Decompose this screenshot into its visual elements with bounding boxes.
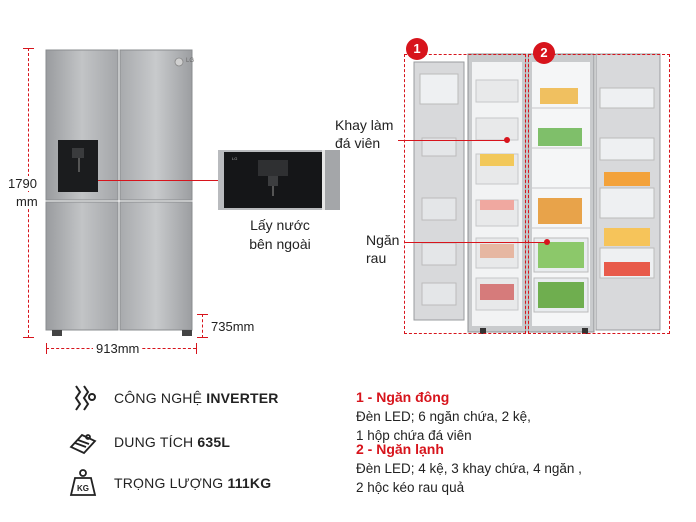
- dispenser-leader-line: [98, 180, 218, 181]
- ice-tray-line1: Khay làm: [335, 117, 394, 133]
- feature-weight-text: TRỌNG LƯỢNG 111KG: [114, 475, 271, 491]
- height-dimension-line: [28, 48, 30, 338]
- fridge-badge: 2: [533, 42, 555, 64]
- height-tick-top: [23, 48, 34, 49]
- capacity-icon: [69, 433, 97, 455]
- width-tick-right: [196, 343, 197, 354]
- svg-text:KG: KG: [77, 484, 89, 493]
- brand-logo: LG: [186, 58, 195, 64]
- feature-weight-label: TRỌNG LƯỢNG: [114, 475, 228, 491]
- dispenser-caption: Lấy nước bên ngoài: [230, 216, 330, 254]
- width-value: 913mm: [93, 341, 143, 356]
- width-tick-left: [46, 343, 47, 354]
- crisper-line2: rau: [366, 250, 387, 266]
- feature-inverter-text: CÔNG NGHỆ INVERTER: [114, 390, 279, 406]
- dispenser-caption-line1: Lấy nước: [250, 217, 310, 233]
- ice-tray-leader: [398, 140, 506, 141]
- height-unit: mm: [14, 194, 40, 209]
- freezer-section-line1: Đèn LED; 6 ngăn chứa, 2 kệ,: [356, 409, 531, 424]
- freezer-section-title: 1 - Ngăn đông: [356, 389, 450, 405]
- height-value: 1790: [6, 176, 39, 191]
- fridge-outline: [528, 54, 670, 334]
- crisper-line1: Ngăn: [366, 232, 400, 248]
- freezer-outline: [404, 54, 526, 334]
- feature-inverter: CÔNG NGHỆ INVERTER: [68, 383, 279, 413]
- depth-value: 735mm: [211, 319, 255, 334]
- feature-weight-value: 111KG: [227, 475, 272, 491]
- crisper-callout: Ngăn rau: [366, 231, 399, 267]
- freezer-section: 1 - Ngăn đông Đèn LED; 6 ngăn chứa, 2 kệ…: [356, 389, 686, 445]
- fridge-section-line1: Đèn LED; 4 kệ, 3 khay chứa, 4 ngăn ,: [356, 461, 582, 476]
- height-tick-bottom: [23, 337, 34, 338]
- dispenser-caption-line2: bên ngoài: [249, 236, 311, 252]
- fridge-closed-image: [44, 48, 198, 338]
- freezer-section-line2: 1 hộp chứa đá viên: [356, 428, 472, 443]
- feature-inverter-label: CÔNG NGHỆ: [114, 390, 207, 406]
- depth-dimension-line: [202, 314, 204, 338]
- weight-icon: KG: [69, 469, 97, 496]
- fridge-section-title: 2 - Ngăn lạnh: [356, 441, 444, 457]
- fridge-open-image: [410, 48, 682, 338]
- feature-capacity: DUNG TÍCH 635L: [68, 427, 230, 457]
- svg-text:LG: LG: [232, 156, 237, 161]
- feature-weight: KG TRỌNG LƯỢNG 111KG: [68, 468, 271, 498]
- feature-capacity-value: 635L: [197, 434, 231, 450]
- inverter-icon: [74, 385, 96, 411]
- ice-tray-callout: Khay làm đá viên: [335, 116, 393, 152]
- ice-tray-line2: đá viên: [335, 135, 381, 151]
- feature-inverter-value: INVERTER: [206, 390, 279, 406]
- fridge-section-line2: 2 hộc kéo rau quả: [356, 480, 465, 495]
- depth-tick-top: [197, 314, 208, 315]
- feature-capacity-text: DUNG TÍCH 635L: [114, 434, 230, 450]
- depth-tick-bottom: [197, 337, 208, 338]
- dispenser-zoom-image: LG: [218, 150, 340, 210]
- feature-capacity-label: DUNG TÍCH: [114, 434, 198, 450]
- ice-tray-dot: [504, 137, 510, 143]
- freezer-badge: 1: [406, 38, 428, 60]
- fridge-section: 2 - Ngăn lạnh Đèn LED; 4 kệ, 3 khay chứa…: [356, 441, 686, 497]
- crisper-dot: [544, 239, 550, 245]
- crisper-leader: [404, 242, 546, 243]
